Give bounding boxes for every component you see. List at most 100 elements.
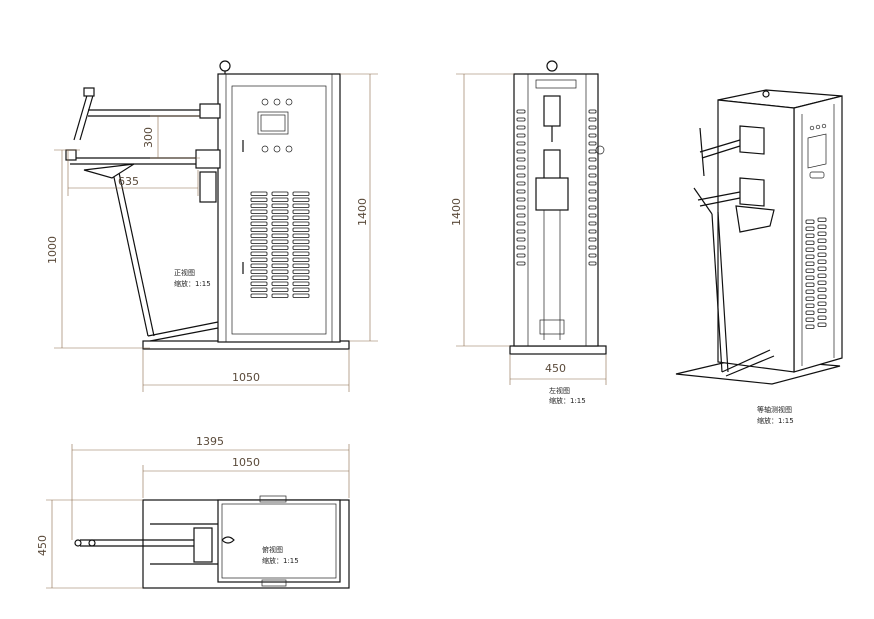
vent-slot [516, 173, 526, 178]
vent-slot [250, 251, 268, 256]
vent-slot [292, 293, 310, 298]
vent-slot [271, 239, 289, 244]
vent-slot [817, 273, 827, 278]
vent-slot [805, 296, 815, 301]
vent-slot [292, 215, 310, 220]
vent-slot [817, 308, 827, 313]
control-knob-icon [285, 145, 293, 153]
vent-slot [271, 215, 289, 220]
iso-pedal-rod [711, 213, 723, 373]
left-base-plate [509, 345, 607, 355]
vent-slot [588, 229, 597, 234]
vent-slot [805, 240, 815, 245]
vent-slot [817, 266, 827, 271]
vent-slot [805, 275, 815, 280]
vent-slot [817, 280, 827, 285]
lower-electrode-holder [195, 149, 221, 169]
vent-slot [292, 257, 310, 262]
lifting-eye-icon [762, 90, 770, 98]
vent-slot [817, 224, 827, 229]
left-view: 1400 450 左视图 缩放：1:15 [450, 60, 607, 405]
linkage-bracket [83, 163, 135, 179]
vent-slot [817, 252, 827, 257]
vent-slot [805, 247, 815, 252]
vent-slot [817, 315, 827, 320]
vent-slot [805, 317, 815, 322]
vent-slot [271, 269, 289, 274]
control-knob-icon [261, 145, 269, 153]
control-knob-icon [273, 145, 281, 153]
vent-slot [588, 253, 597, 258]
vent-slot [250, 269, 268, 274]
iso-vent-grille [805, 217, 827, 329]
left-view-scale: 缩放：1:15 [549, 396, 586, 405]
vent-slot [271, 287, 289, 292]
vent-slot [516, 261, 526, 266]
indicator-light-icon [273, 98, 281, 106]
vent-slot [516, 165, 526, 170]
vent-slot [588, 109, 597, 114]
vent-slot [588, 157, 597, 162]
top-view-scale: 缩放：1:15 [262, 556, 299, 565]
dim-arm-reach: 635 [118, 175, 139, 188]
foot-pedal [147, 321, 219, 337]
iso-view-title: 等轴测视图 [757, 405, 792, 414]
vent-slot [805, 233, 815, 238]
vent-slot [271, 191, 289, 196]
vent-slot [516, 117, 526, 122]
front-cabinet-door [231, 85, 327, 335]
upper-electrode [73, 91, 89, 141]
vent-slot [250, 203, 268, 208]
front-view: 300 635 1400 1000 1050 正视图 缩放：1:15 [46, 60, 378, 392]
vent-slot [805, 268, 815, 273]
upper-electrode-holder [199, 103, 221, 119]
iso-cabinet-side [717, 99, 795, 373]
dim-side-depth: 450 [545, 362, 566, 375]
vent-slot [271, 209, 289, 214]
front-view-title: 正视图 [174, 268, 195, 277]
vent-slot [250, 275, 268, 280]
vent-slot [805, 261, 815, 266]
vent-slot [250, 209, 268, 214]
dim-front-width: 1050 [232, 371, 260, 384]
iso-upper-electrode [699, 127, 705, 177]
vent-slot [271, 203, 289, 208]
left-lower-electrode [543, 149, 561, 181]
front-display-screen [257, 111, 289, 135]
dim-top-overall: 1395 [196, 435, 224, 448]
vent-slot [588, 133, 597, 138]
vent-slot [817, 245, 827, 250]
iso-foot-pedal [721, 349, 771, 373]
vent-slot [805, 226, 815, 231]
vent-slot [516, 109, 526, 114]
vent-slot [588, 125, 597, 130]
dim-arm-height: 300 [142, 127, 155, 148]
vent-slot [588, 221, 597, 226]
top-arm-holder [193, 527, 213, 563]
vent-slot [805, 324, 815, 329]
vent-slot [588, 181, 597, 186]
vent-slot [516, 141, 526, 146]
vent-slot [271, 281, 289, 286]
vent-slot [250, 221, 268, 226]
left-view-title: 左视图 [549, 386, 570, 395]
vent-slot [805, 219, 815, 224]
electrode-tip-icon [74, 539, 82, 547]
vent-slot [516, 157, 526, 162]
vent-slot [588, 245, 597, 250]
lifting-eye-icon [546, 60, 558, 72]
front-vent-grille [250, 191, 310, 298]
vent-slot [588, 189, 597, 194]
vent-slot [250, 293, 268, 298]
vent-slot [292, 197, 310, 202]
vent-slot [588, 141, 597, 146]
iso-lower-electrode [693, 187, 713, 215]
left-upper-electrode [543, 95, 561, 127]
vent-slot [250, 245, 268, 250]
vent-slot [292, 263, 310, 268]
vent-slot [516, 253, 526, 258]
pedal-rod [111, 167, 149, 337]
vent-slot [250, 191, 268, 196]
vent-slot [271, 245, 289, 250]
left-vent-grille [516, 109, 597, 266]
